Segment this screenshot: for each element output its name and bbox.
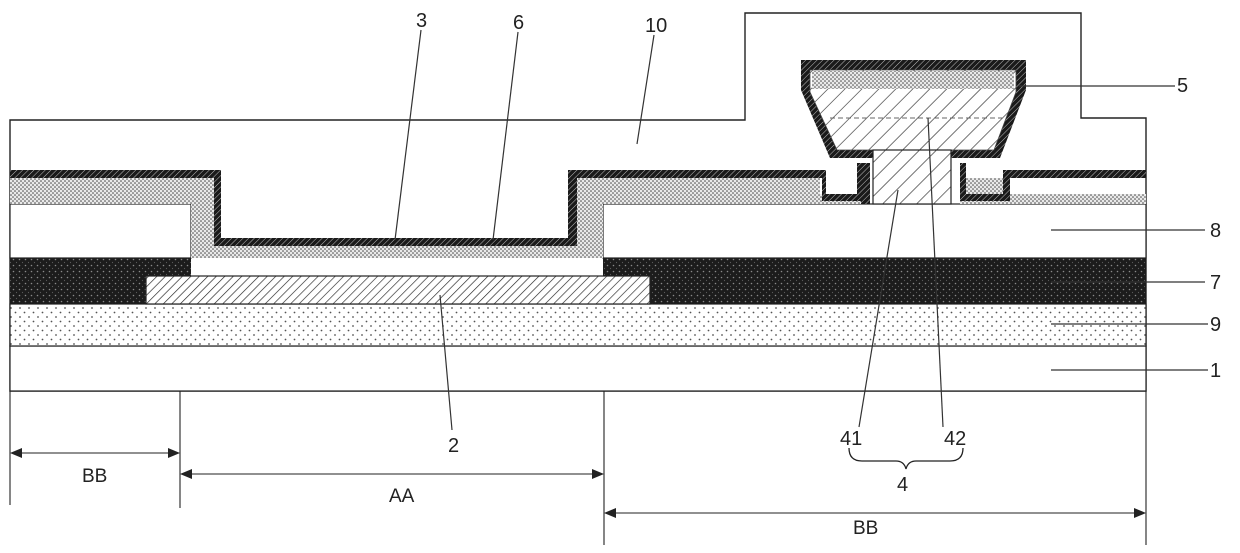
region-label-bb-right: BB <box>853 518 878 539</box>
label-9: 9 <box>1210 314 1221 336</box>
dimension-lines <box>10 391 1146 545</box>
label-3: 3 <box>416 10 427 32</box>
region-label-bb-left: BB <box>82 466 107 487</box>
label-42: 42 <box>944 428 966 450</box>
label-41: 41 <box>840 428 862 450</box>
layer-2 <box>146 276 650 304</box>
layer-8-right <box>603 204 1146 258</box>
label-10: 10 <box>645 15 667 37</box>
brace-4 <box>849 448 963 469</box>
element-41-pillar <box>873 150 951 204</box>
label-6: 6 <box>513 12 524 34</box>
label-7: 7 <box>1210 272 1221 294</box>
label-1: 1 <box>1210 360 1221 382</box>
element-5-top-dots <box>812 71 1014 89</box>
layer-9 <box>10 304 1146 346</box>
layer-7-right <box>603 258 1146 304</box>
region-label-aa: AA <box>389 486 415 507</box>
label-4: 4 <box>897 474 908 496</box>
label-2: 2 <box>448 435 459 457</box>
label-5: 5 <box>1177 75 1188 97</box>
layer-8-left <box>10 204 191 258</box>
label-8: 8 <box>1210 220 1221 242</box>
layer-1-substrate <box>10 346 1146 391</box>
